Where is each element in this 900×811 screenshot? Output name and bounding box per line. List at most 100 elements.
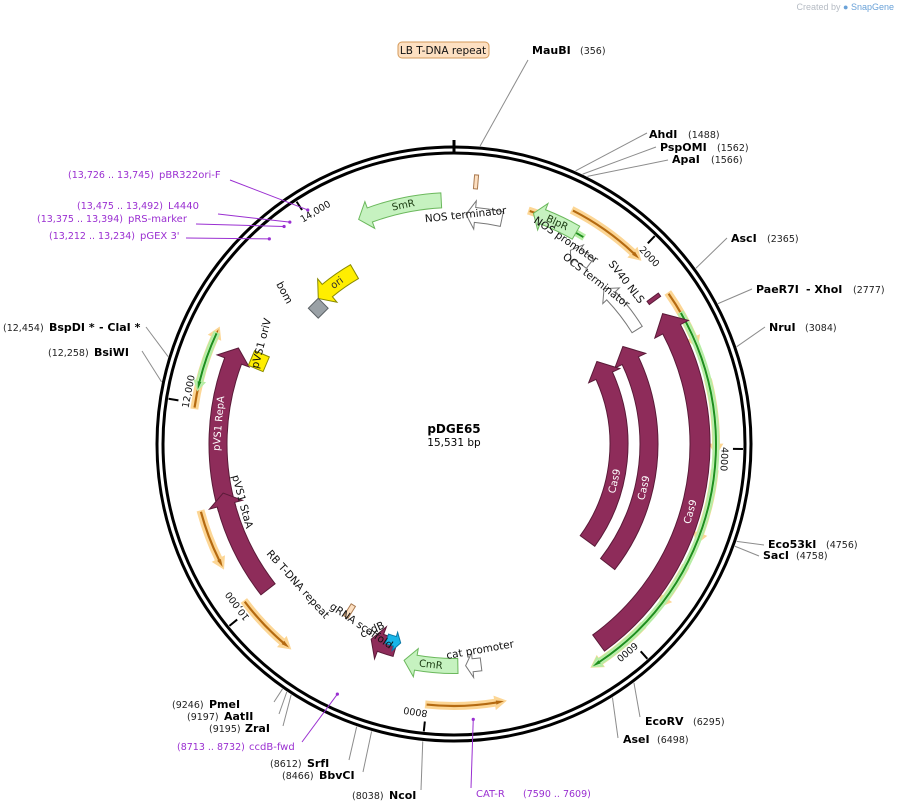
- site-leader-line: [736, 326, 766, 348]
- pvs1-repa-arrow[interactable]: [208, 347, 251, 513]
- site-maubi[interactable]: MauBI: [532, 44, 571, 57]
- site-leader-line: [278, 691, 288, 715]
- primer-labels: (13,726 .. 13,745) pBR322ori-F (13,475 .…: [37, 170, 591, 800]
- cmr-label[interactable]: CmR: [418, 659, 443, 672]
- site-bspdi[interactable]: BspDI *: [49, 321, 95, 334]
- site-srfi[interactable]: SrfI: [307, 757, 329, 770]
- primer-prs-marker[interactable]: pRS-marker: [128, 214, 188, 225]
- site-paer7i[interactable]: PaeR7I: [756, 283, 799, 296]
- tick-mark: [228, 618, 238, 627]
- site-leader-line: [734, 545, 760, 557]
- tick-mark: [639, 650, 649, 660]
- primer-pbr322ori-f[interactable]: pBR322ori-F: [159, 170, 221, 181]
- site-asci[interactable]: AscI: [731, 232, 757, 245]
- orange-annotation-arrow: [426, 700, 504, 708]
- primer-site-marker: [471, 717, 475, 721]
- primer-pgex3-range: (13,212 .. 13,234): [49, 231, 135, 242]
- pvs1-staa-arrow[interactable]: [208, 492, 276, 596]
- site-aatii[interactable]: AatII: [224, 710, 253, 723]
- lb-repeat-label[interactable]: LB T-DNA repeat: [400, 45, 486, 57]
- smr-label[interactable]: SmR: [391, 198, 416, 214]
- nos-terminator-arrow[interactable]: [465, 199, 504, 231]
- site-eco53ki[interactable]: Eco53kI: [768, 538, 816, 551]
- primer-cat-r[interactable]: CAT-R: [476, 789, 505, 800]
- feature-labels: LB T-DNA repeat NOS terminator NOS promo…: [229, 41, 647, 662]
- pvs1-oriv-label[interactable]: pVS1 oriV: [249, 316, 274, 370]
- site-bbvci-pos: (8466): [282, 771, 314, 782]
- green-annotation-glow: [591, 310, 720, 668]
- bom-label[interactable]: bom: [273, 280, 295, 306]
- site-eco53ki-pos: (4756): [826, 540, 858, 551]
- primer-leader-line: [229, 179, 308, 211]
- site-apai[interactable]: ApaI: [672, 153, 700, 166]
- site-ncoi[interactable]: NcoI: [389, 789, 416, 802]
- pvs1-repa-label[interactable]: pVS1 RepA: [212, 395, 228, 451]
- tick-mark: [647, 235, 656, 244]
- site-bsiwi[interactable]: BsiWI: [94, 346, 129, 359]
- lb-t-dna-repeat-box[interactable]: [472, 174, 480, 190]
- cas9-inner-label[interactable]: Cas9: [607, 468, 623, 495]
- cas9-middle-label[interactable]: Cas9: [636, 475, 652, 502]
- cas9-outer-arrow[interactable]: [592, 313, 711, 652]
- grna-scaffold-label[interactable]: gRNA scaffold: [327, 601, 394, 652]
- primer-l4440[interactable]: L4440: [168, 201, 199, 212]
- tick-mark: [168, 397, 179, 402]
- credit-brand: SnapGene: [850, 2, 894, 12]
- site-clai[interactable]: - ClaI *: [99, 321, 141, 334]
- blpr-marker-arrow[interactable]: [532, 202, 581, 240]
- smr-marker-arrow[interactable]: [358, 192, 443, 230]
- bom-box[interactable]: [307, 297, 329, 319]
- primer-site-marker: [306, 208, 310, 212]
- primer-site-marker: [282, 224, 286, 229]
- site-leader-line: [145, 326, 169, 357]
- site-zrai-pos: (9195): [209, 724, 241, 735]
- site-ahdi-pos: (1488): [688, 130, 720, 141]
- tick-mark: [422, 721, 426, 732]
- tick-label: 8000: [403, 704, 429, 718]
- pvs1-oriv-box[interactable]: [247, 350, 270, 373]
- site-leader-line: [348, 726, 358, 761]
- site-bspdi-pos: (12,454): [3, 323, 44, 334]
- cat-promoter-arrow[interactable]: [465, 650, 483, 680]
- site-saci-pos: (4758): [796, 551, 828, 562]
- site-saci[interactable]: SacI: [763, 549, 789, 562]
- nos-promoter-arrow[interactable]: [569, 243, 595, 270]
- credit-prefix: Created by: [796, 2, 841, 12]
- primer-ccdb-fwd[interactable]: ccdB-fwd: [249, 742, 295, 753]
- primer-site-marker: [267, 237, 271, 241]
- sv40-nls-box[interactable]: [646, 292, 662, 306]
- site-xhoi[interactable]: - XhoI: [806, 283, 842, 296]
- rb-t-dna-repeat-box[interactable]: [343, 603, 357, 620]
- site-pmei[interactable]: PmeI: [209, 698, 240, 711]
- site-nrui[interactable]: NruI: [769, 321, 796, 334]
- orange-annotation-arrow: [199, 511, 223, 568]
- site-leader-line: [717, 288, 753, 305]
- site-leaders: [141, 59, 766, 791]
- cas9-middle-arrow[interactable]: [599, 345, 659, 571]
- grna-scaffold-arrow[interactable]: [384, 630, 402, 652]
- lb-repeat-box[interactable]: [397, 41, 490, 59]
- primer-site-marker: [288, 220, 292, 224]
- site-aatii-pos: (9197): [187, 712, 219, 723]
- site-apai-pos: (1566): [711, 155, 743, 166]
- ocs-terminator-arrow[interactable]: [602, 287, 643, 334]
- primer-cat-r-range: (7590 .. 7609): [523, 789, 591, 800]
- tick-mark: [295, 201, 303, 211]
- site-zrai[interactable]: ZraI: [245, 722, 270, 735]
- ori-arrow[interactable]: [317, 264, 360, 304]
- site-maubi-pos: (356): [580, 46, 606, 57]
- cmr-marker-arrow[interactable]: [403, 647, 459, 679]
- site-leader-line: [141, 350, 162, 383]
- site-leader-line: [362, 731, 373, 773]
- site-asei[interactable]: AseI: [623, 733, 650, 746]
- site-ahdi[interactable]: AhdI: [649, 128, 677, 141]
- orange-annotation-glow: [569, 206, 642, 261]
- primer-pgex3[interactable]: pGEX 3': [140, 231, 180, 242]
- cas9-inner-arrow[interactable]: [579, 360, 629, 547]
- site-pspomi[interactable]: PspOMI: [660, 141, 707, 154]
- site-nrui-pos: (3084): [805, 323, 837, 334]
- site-ecorv[interactable]: EcoRV: [645, 715, 684, 728]
- primer-prs-marker-range: (13,375 .. 13,394): [37, 214, 123, 225]
- site-bbvci[interactable]: BbvCI: [319, 769, 355, 782]
